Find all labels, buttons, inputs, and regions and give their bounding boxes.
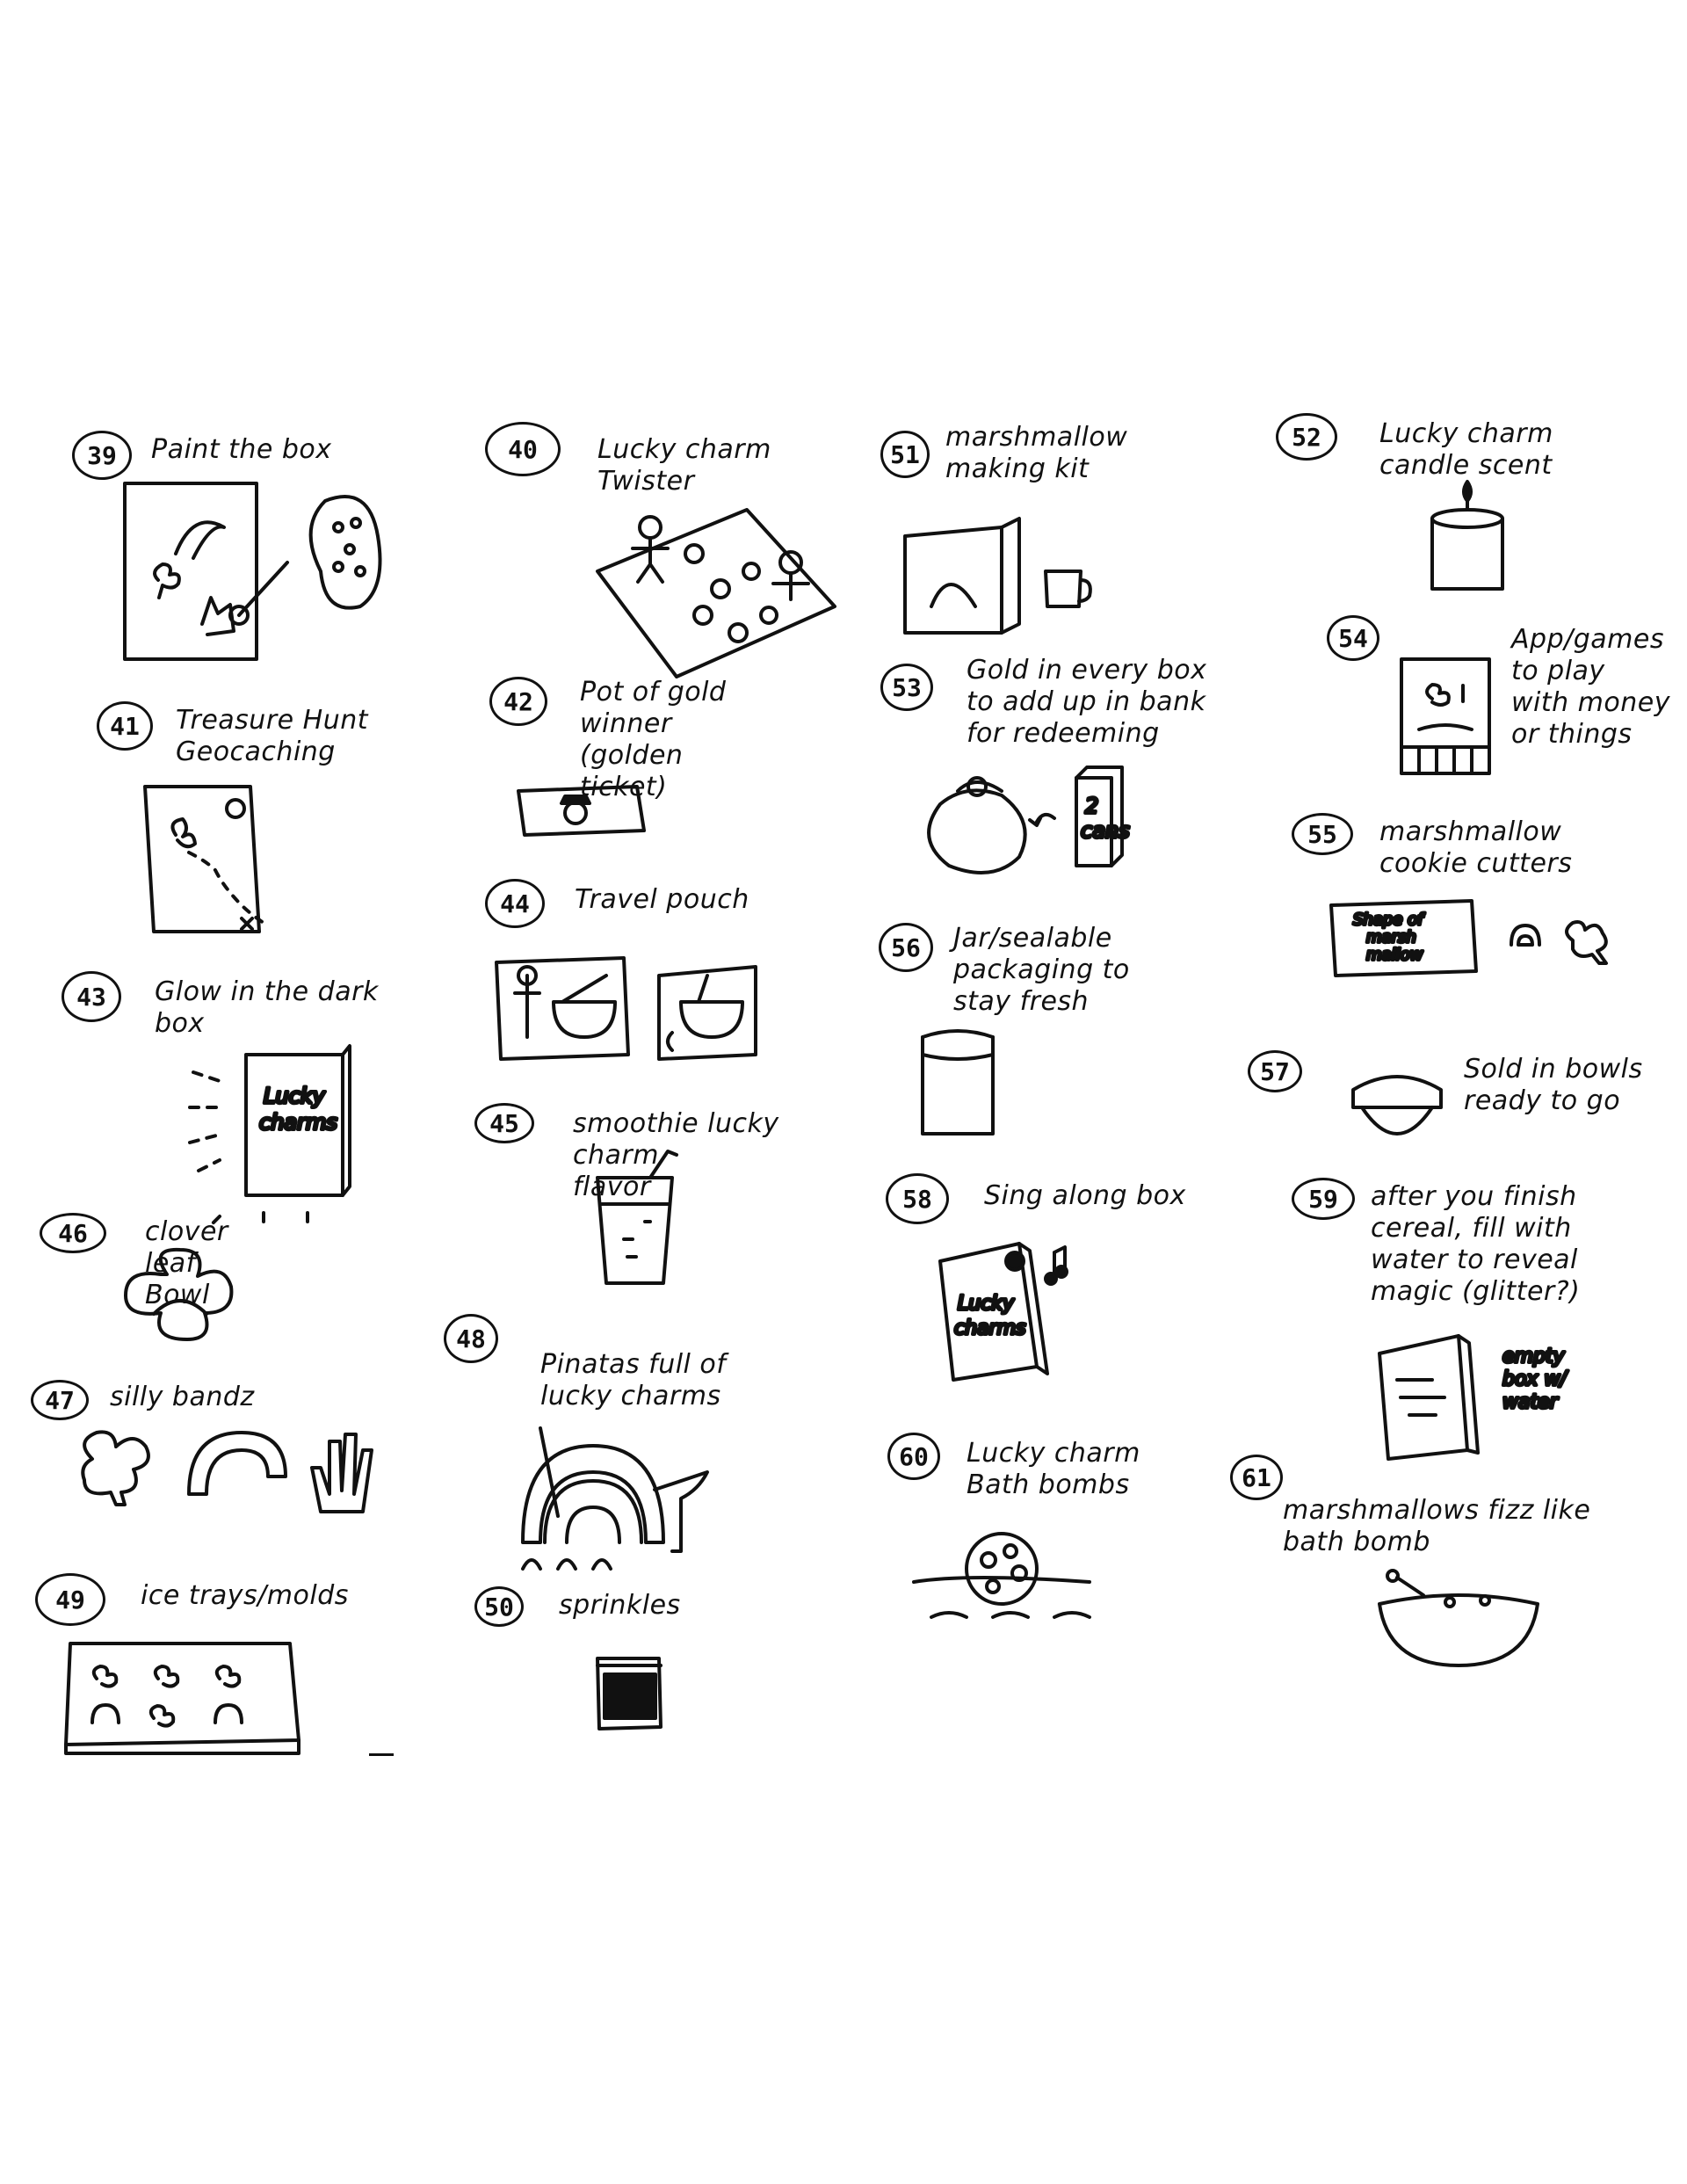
idea-53: 53 Gold in every box to add up in bank f… xyxy=(879,655,1265,883)
idea-number: 43 xyxy=(62,971,121,1022)
idea-number: 45 xyxy=(474,1103,534,1143)
idea-caption: marshmallow making kit xyxy=(945,422,1128,484)
idea-number: 46 xyxy=(40,1213,106,1253)
pouch-sketch xyxy=(495,956,757,1061)
idea-45: 45 smoothie lucky charm flavor xyxy=(474,1103,844,1296)
golden-ticket-sketch xyxy=(517,785,646,837)
treasure-map-sketch xyxy=(143,785,265,933)
idea-caption: ice trays/molds xyxy=(141,1580,349,1611)
idea-61: 61 marshmallows fizz like bath bomb xyxy=(1230,1455,1669,1667)
idea-caption: Paint the box xyxy=(151,434,332,465)
idea-number: 48 xyxy=(444,1314,498,1363)
idea-caption: App/games to play with money or things xyxy=(1511,624,1670,750)
idea-47: 47 silly bandz xyxy=(31,1380,400,1529)
idea-number: 57 xyxy=(1248,1050,1302,1092)
stray-mark xyxy=(369,1753,394,1756)
idea-caption: Travel pouch xyxy=(575,884,749,915)
idea-number: 52 xyxy=(1276,413,1337,461)
idea-number: 39 xyxy=(72,431,132,480)
idea-51: 51 marshmallow making kit xyxy=(879,413,1213,642)
idea-caption: Treasure Hunt Geocaching xyxy=(176,705,368,767)
idea-number: 44 xyxy=(485,879,545,928)
idea-caption: marshmallow cookie cutters xyxy=(1379,816,1573,879)
idea-caption: Lucky charm Twister xyxy=(597,434,771,497)
idea-caption: Jar/sealable packaging to stay fresh xyxy=(953,923,1130,1017)
idea-number: 61 xyxy=(1230,1455,1283,1500)
idea-44: 44 Travel pouch xyxy=(483,879,835,1072)
idea-number: 50 xyxy=(474,1586,524,1627)
idea-number: 54 xyxy=(1327,615,1379,661)
idea-56: 56 Jar/sealable packaging to stay fresh xyxy=(879,923,1248,1136)
idea-number: 55 xyxy=(1292,813,1353,855)
idea-42: 42 Pot of gold winner (golden ticket) xyxy=(488,677,857,879)
idea-caption: Pot of gold winner (golden ticket) xyxy=(580,677,727,802)
idea-40: 40 Lucky charm Twister xyxy=(483,422,836,678)
sprinkles-jar-sketch xyxy=(596,1657,662,1731)
paint-box-sketch xyxy=(123,482,382,661)
idea-caption: Sold in bowls ready to go xyxy=(1464,1054,1643,1116)
idea-number: 40 xyxy=(485,422,561,476)
idea-52: 52 Lucky charm candle scent xyxy=(1274,413,1643,615)
idea-caption: Sing along box xyxy=(984,1180,1186,1211)
idea-caption: sprinkles xyxy=(559,1590,681,1621)
phone-app-sketch xyxy=(1400,657,1491,775)
idea-caption: silly bandz xyxy=(110,1382,255,1412)
idea-60: 60 Lucky charm Bath bombs xyxy=(879,1433,1248,1652)
silly-bandz-sketch xyxy=(81,1430,373,1513)
idea-number: 53 xyxy=(880,664,933,711)
idea-46: 46 clover leaf Bowl xyxy=(40,1204,356,1353)
ice-tray-sketch xyxy=(64,1642,300,1755)
idea-50: 50 sprinkles xyxy=(474,1586,764,1762)
idea-caption: Glow in the dark box xyxy=(155,976,379,1039)
idea-number: 41 xyxy=(97,701,153,751)
smoothie-cup-sketch xyxy=(596,1150,678,1285)
idea-54: 54 App/games to play with money or thing… xyxy=(1327,615,1678,817)
bath-bomb-sketch xyxy=(912,1532,1091,1619)
idea-caption: Pinatas full of lucky charms xyxy=(540,1349,727,1411)
idea-caption: after you finish cereal, fill with water… xyxy=(1371,1181,1581,1307)
idea-caption: Gold in every box to add up in bank for … xyxy=(967,655,1207,749)
idea-caption: Lucky charm candle scent xyxy=(1379,418,1553,481)
idea-number: 47 xyxy=(31,1380,89,1420)
idea-59: 59 after you finish cereal, fill with wa… xyxy=(1292,1178,1669,1468)
clover-bowl-sketch xyxy=(124,1247,234,1341)
idea-number: 51 xyxy=(880,431,930,478)
idea-57: 57 Sold in bowls ready to go xyxy=(1248,1050,1669,1156)
idea-number: 60 xyxy=(887,1433,940,1480)
candle-sketch xyxy=(1430,480,1504,591)
idea-number: 56 xyxy=(879,923,933,972)
idea-caption: Lucky charm Bath bombs xyxy=(967,1438,1140,1500)
fizz-bowl-sketch xyxy=(1378,1569,1539,1667)
idea-number: 42 xyxy=(489,677,547,726)
sealed-bag-sketch xyxy=(921,1029,995,1136)
idea-number: 49 xyxy=(35,1573,105,1626)
idea-48: 48 Pinatas full of lucky charms xyxy=(444,1314,813,1571)
idea-49: 49 ice trays/molds xyxy=(35,1573,422,1767)
idea-41: 41 Treasure Hunt Geocaching xyxy=(97,694,466,940)
idea-caption: marshmallows fizz like bath bomb xyxy=(1283,1495,1591,1557)
twister-mat-sketch xyxy=(596,508,836,678)
idea-number: 58 xyxy=(886,1173,949,1224)
idea-number: 59 xyxy=(1292,1178,1355,1220)
kit-box-sketch xyxy=(903,517,1092,635)
idea-39: 39 Paint the box xyxy=(70,431,404,677)
pinata-sketch xyxy=(521,1426,709,1571)
bowl-package-sketch xyxy=(1351,1075,1443,1136)
